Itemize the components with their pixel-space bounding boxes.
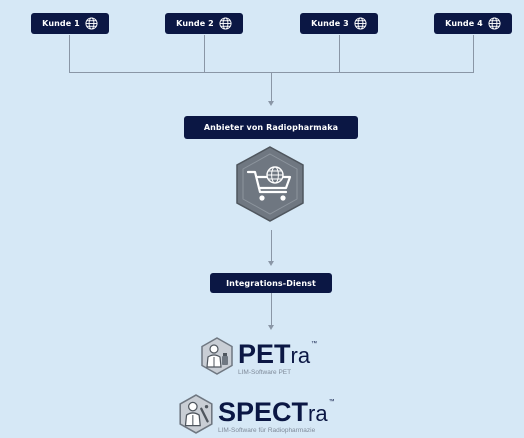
connector-to-integration <box>271 230 272 262</box>
node-kunde-4-label: Kunde 4 <box>445 19 483 28</box>
connector-kunde-3 <box>339 35 340 73</box>
arrow-to-integration <box>268 261 274 266</box>
spectra-name-light: ra <box>308 400 328 426</box>
connector-kunde-2 <box>204 35 205 73</box>
node-provider: Anbieter von Radiopharmaka <box>184 116 358 139</box>
spectra-name-bold: SPECT <box>218 396 309 427</box>
node-integration: Integrations-Dienst <box>210 273 332 293</box>
spectra-subtitle: LIM-Software für Radiopharmazie <box>218 426 316 434</box>
globe-icon <box>488 17 501 30</box>
node-provider-label: Anbieter von Radiopharmaka <box>203 123 339 132</box>
node-kunde-1-label: Kunde 1 <box>42 19 80 28</box>
arrow-to-provider <box>268 101 274 106</box>
petra-name-bold: PET <box>238 338 291 369</box>
lab-technician-icon <box>200 337 234 379</box>
spectra-trademark: ™ <box>328 398 335 405</box>
node-kunde-3-label: Kunde 3 <box>311 19 349 28</box>
globe-icon <box>85 17 98 30</box>
connector-kunde-1 <box>69 35 70 73</box>
petra-subtitle: LIM-Software PET <box>238 368 292 376</box>
petra-name-light: ra <box>290 342 311 368</box>
node-kunde-3: Kunde 3 <box>300 13 378 34</box>
node-kunde-2: Kunde 2 <box>165 13 243 34</box>
arrow-to-products <box>268 325 274 330</box>
lab-technician-icon <box>178 394 214 438</box>
connector-to-provider <box>271 72 272 102</box>
globe-icon <box>219 17 232 30</box>
connector-kunde-4 <box>473 35 474 73</box>
node-kunde-4: Kunde 4 <box>434 13 512 34</box>
node-kunde-1: Kunde 1 <box>31 13 109 34</box>
shopping-cart-globe-icon <box>234 145 306 223</box>
node-kunde-2-label: Kunde 2 <box>176 19 214 28</box>
node-integration-label: Integrations-Dienst <box>226 278 316 288</box>
globe-icon <box>354 17 367 30</box>
petra-trademark: ™ <box>311 340 318 347</box>
connector-to-products <box>271 293 272 326</box>
